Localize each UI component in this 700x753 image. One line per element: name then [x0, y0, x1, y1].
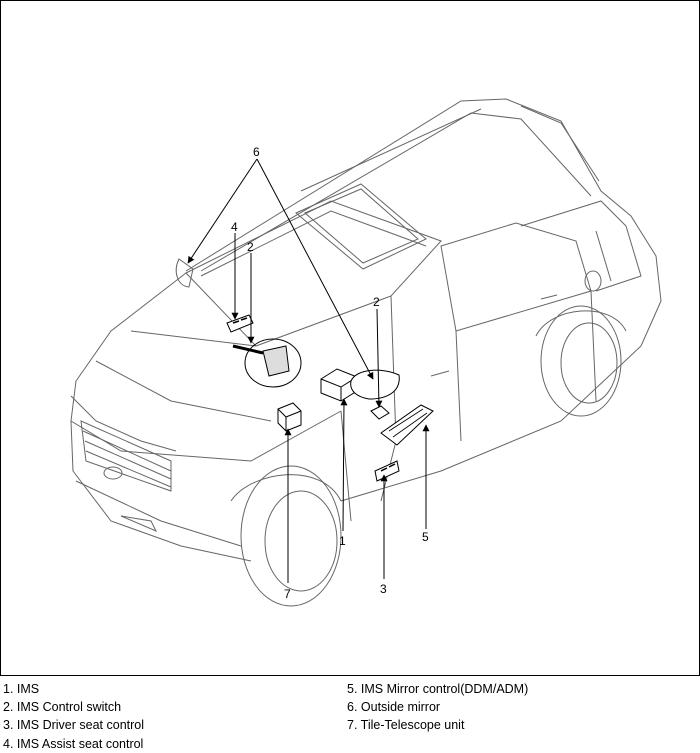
component-steering-wheel [232, 338, 302, 388]
legend-item-outside-mirror: 6. Outside mirror [347, 700, 441, 715]
legend-right: 5. IMS Mirror control(DDM/ADM) 6. Outsid… [347, 680, 528, 735]
component-mirror-control [380, 404, 434, 446]
component-tilt-telescope-unit [277, 402, 302, 432]
callout-1: 1 [339, 534, 346, 548]
callout-2-door: 2 [373, 295, 380, 309]
diagram-frame: 6 4 2 2 1 5 3 7 [0, 0, 700, 676]
leader-lines [187, 158, 430, 583]
legend-item-assist-seat-control: 4. IMS Assist seat control [3, 736, 144, 751]
legend-item-driver-seat-control: 3. IMS Driver seat control [3, 718, 145, 733]
component-ims-module [320, 368, 358, 402]
callout-6: 6 [253, 145, 260, 159]
component-assist-seat-control [226, 314, 254, 333]
vehicle-outline [70, 98, 662, 607]
legend-item-tilt-telescope-unit: 7. Tile-Telescope unit [347, 718, 465, 733]
legend-left: 1. IMS 2. IMS Control switch 3. IMS Driv… [3, 680, 144, 753]
callout-7: 7 [284, 587, 291, 601]
callout-5: 5 [422, 530, 429, 544]
legend-item-ims: 1. IMS [3, 682, 40, 696]
vehicle-diagram: 6 4 2 2 1 5 3 7 [70, 98, 662, 607]
callout-2-steering: 2 [247, 240, 254, 254]
legend-item-ims-control-switch: 2. IMS Control switch [3, 700, 122, 715]
component-ims-control-switch-door [370, 405, 390, 420]
callout-4: 4 [231, 220, 238, 234]
legend-item-mirror-control: 5. IMS Mirror control(DDM/ADM) [347, 682, 529, 696]
callout-3: 3 [380, 582, 387, 596]
component-outside-mirror-right [350, 369, 400, 400]
